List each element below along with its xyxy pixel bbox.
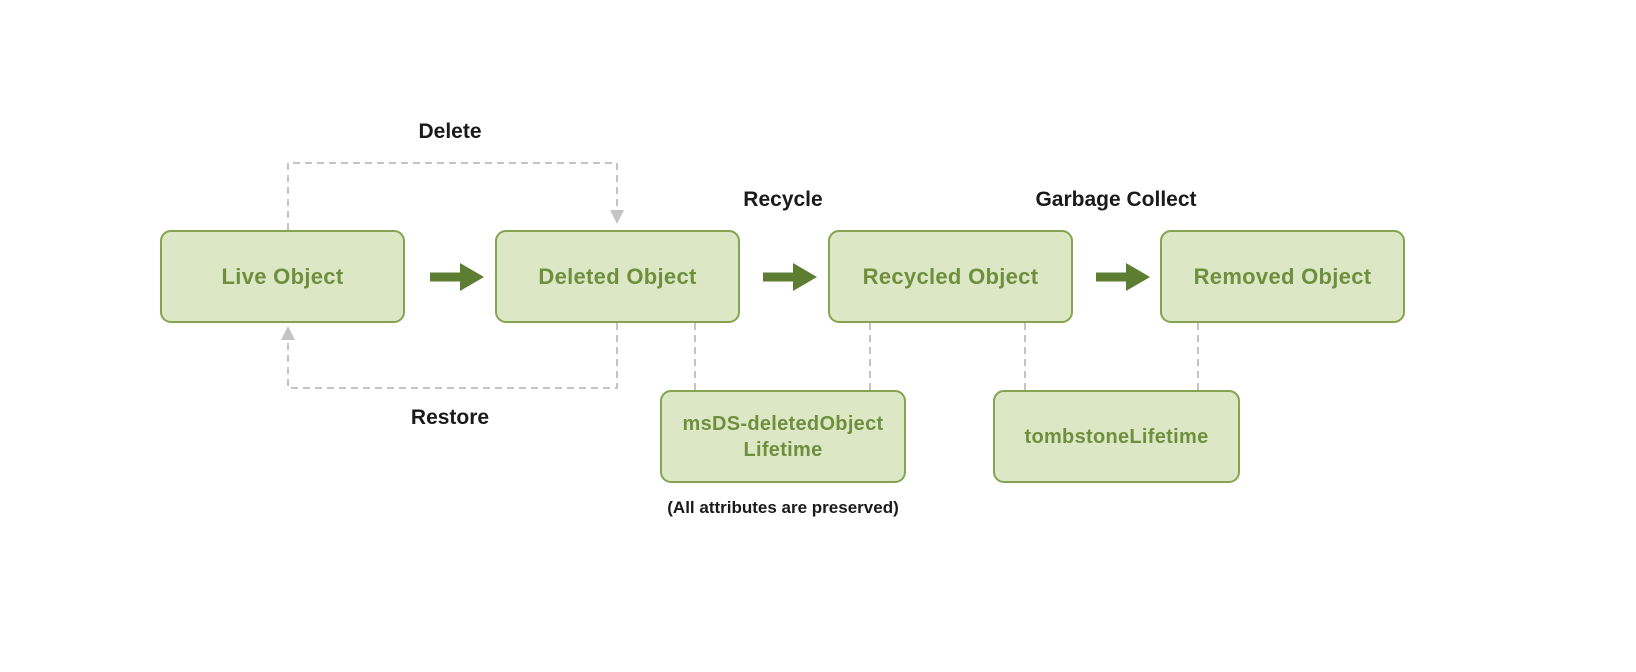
delete-arrowhead-icon (610, 210, 624, 224)
restore-dashed-path (287, 323, 618, 389)
arrow-deleted-to-recycled-icon (763, 263, 817, 291)
restore-label: Restore (410, 406, 490, 429)
arrow-recycled-to-removed-icon (1096, 263, 1150, 291)
attributes-preserved-note: (All attributes are preserved) (667, 498, 899, 517)
node-removed-object: Removed Object (1160, 230, 1405, 323)
node-live-object-label: Live Object (221, 263, 344, 289)
node-tombstone-lifetime: tombstoneLifetime (993, 390, 1240, 483)
node-msds-deletedobject-lifetime: msDS-deletedObject Lifetime (660, 390, 906, 483)
garbage-collect-label: Garbage Collect (1035, 188, 1197, 211)
node-recycled-object-label: Recycled Object (862, 263, 1039, 289)
node-deleted-object: Deleted Object (495, 230, 740, 323)
arrow-live-to-deleted-icon (430, 263, 484, 291)
node-removed-object-label: Removed Object (1193, 263, 1372, 289)
node-deleted-object-label: Deleted Object (538, 263, 697, 289)
node-tombstone-lifetime-label: tombstoneLifetime (1024, 425, 1209, 448)
node-msds-deletedobject-lifetime-label: msDS-deletedObject Lifetime (682, 412, 884, 461)
delete-dashed-path (287, 162, 618, 230)
recycle-label: Recycle (743, 188, 823, 211)
restore-arrowhead-icon (281, 326, 295, 340)
node-recycled-object: Recycled Object (828, 230, 1073, 323)
node-live-object: Live Object (160, 230, 405, 323)
delete-label: Delete (418, 120, 482, 143)
